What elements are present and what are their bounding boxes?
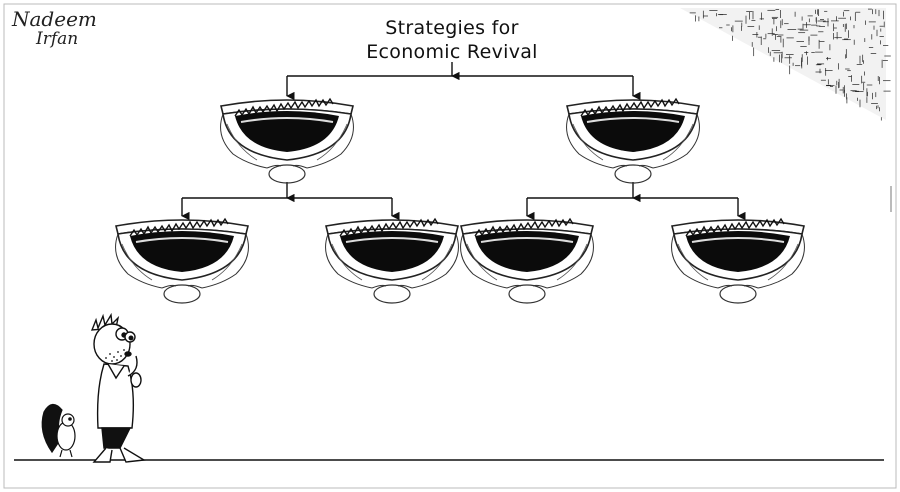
artist-signature: Nadeem Irfan — [11, 7, 97, 49]
worried-man-character — [90, 312, 147, 463]
begging-bowl-bottom-3 — [459, 218, 595, 304]
squirrel-mascot — [41, 403, 76, 458]
begging-bowl-top-left — [219, 98, 355, 184]
frame-border — [3, 3, 897, 489]
caption-title-line1: Strategies for — [385, 17, 518, 39]
caption-title-line2: Economic Revival — [366, 41, 538, 63]
begging-bowl-top-right — [565, 98, 701, 184]
signature-line1: Nadeem — [11, 7, 97, 31]
flowchart-connectors — [181, 62, 746, 221]
signature-line2: Irfan — [35, 29, 78, 49]
begging-bowl-bottom-1 — [114, 218, 250, 304]
begging-bowl-bottom-2 — [324, 218, 460, 304]
crosshatch-corner — [680, 8, 891, 121]
begging-bowl-bottom-4 — [670, 218, 806, 304]
